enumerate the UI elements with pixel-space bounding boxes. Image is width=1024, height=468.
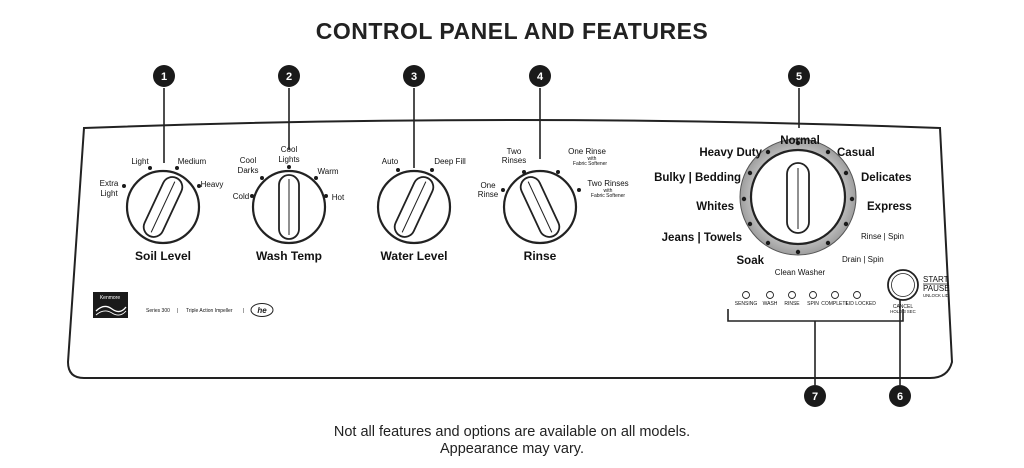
svg-text:7: 7 xyxy=(812,391,818,403)
start-label: START xyxy=(923,275,949,284)
temp-option-cool-darks-2: Darks xyxy=(238,166,259,175)
rinse-option-one-rinse-1: One xyxy=(480,181,496,190)
svg-text:5: 5 xyxy=(796,71,802,83)
callout-7: 7 xyxy=(804,385,826,407)
page-title: CONTROL PANEL AND FEATURES xyxy=(315,18,709,44)
pause-label: PAUSE xyxy=(923,284,950,293)
rinse-option-one-rinse-softener: Fabric Softener xyxy=(573,161,608,167)
brand-sep-2: | xyxy=(243,308,244,314)
soil-option-extra-light-2: Light xyxy=(100,189,118,198)
svg-text:Kenmore: Kenmore xyxy=(100,295,121,301)
footnote: Not all features and options are availab… xyxy=(0,424,1024,458)
temp-option-cool-lights-2: Lights xyxy=(278,155,299,164)
svg-text:3: 3 xyxy=(411,71,417,83)
cycle-bulky-bedding: Bulky | Bedding xyxy=(654,172,741,184)
series-label: Series 300 xyxy=(146,308,170,314)
rinse-option-two-rinses-fs: Two Rinses xyxy=(587,179,628,188)
rinse-option-two-rinses-softener: Fabric Softener xyxy=(591,193,626,199)
rinse-label: Rinse xyxy=(524,249,557,263)
temp-option-cool-lights-1: Cool xyxy=(281,145,298,154)
soil-option-medium: Medium xyxy=(178,157,207,166)
svg-text:4: 4 xyxy=(537,71,544,83)
impeller-label: Triple Action Impeller xyxy=(186,308,233,314)
rinse-option-one-rinse-2: Rinse xyxy=(478,190,499,199)
rinse-option-one-rinse-with: with xyxy=(588,156,597,162)
hold-label: HOLD 3 SEC xyxy=(890,309,916,314)
rinse-option-two-rinses-2: Rinses xyxy=(502,156,526,165)
water-level-label: Water Level xyxy=(381,249,448,263)
status-sensing: SENSING xyxy=(735,301,758,307)
wash-temp-label: Wash Temp xyxy=(256,249,322,263)
panel-outline xyxy=(66,119,954,379)
cycle-clean-washer: Clean Washer xyxy=(775,268,826,277)
unlock-lid-label: UNLOCK LID xyxy=(923,293,949,298)
footnote-line-1: Not all features and options are availab… xyxy=(333,424,691,440)
cycle-normal: Normal xyxy=(780,135,820,147)
callout-3: 3 xyxy=(403,65,425,87)
callout-2: 2 xyxy=(278,65,300,87)
soil-option-light: Light xyxy=(131,157,149,166)
status-spin: SPIN xyxy=(807,301,819,307)
cycle-soak: Soak xyxy=(737,255,765,267)
temp-option-cool-darks-1: Cool xyxy=(240,156,257,165)
rinse-option-one-rinse-fs: One Rinse xyxy=(568,147,606,156)
callout-4: 4 xyxy=(529,65,551,87)
soil-option-extra-light-1: Extra xyxy=(100,179,119,188)
cycle-drain-spin: Drain | Spin xyxy=(842,255,884,264)
water-option-auto: Auto xyxy=(382,157,399,166)
temp-option-cold: Cold xyxy=(233,192,249,201)
status-lid-locked: LID LOCKED xyxy=(846,301,876,307)
rinse-option-two-rinses-1: Two xyxy=(507,147,522,156)
kenmore-logo: Kenmore xyxy=(93,292,128,318)
callout-6: 6 xyxy=(889,385,911,407)
water-level-knob[interactable] xyxy=(376,169,452,245)
cycle-express: Express xyxy=(867,201,912,213)
callout-1: 1 xyxy=(153,65,175,87)
wash-temp-knob[interactable] xyxy=(251,169,327,245)
svg-text:2: 2 xyxy=(286,71,292,83)
svg-text:1: 1 xyxy=(161,71,167,83)
start-pause-button[interactable] xyxy=(887,269,919,301)
rinse-option-two-rinses-with: with xyxy=(604,188,613,194)
cycle-delicates: Delicates xyxy=(861,172,912,184)
status-complete: COMPLETE xyxy=(821,301,849,307)
soil-level-knob[interactable] xyxy=(125,169,201,245)
cycle-dots xyxy=(741,140,855,255)
cycle-heavy-duty: Heavy Duty xyxy=(699,147,762,159)
cycle-jeans-towels: Jeans | Towels xyxy=(662,232,742,244)
cancel-label: CANCEL xyxy=(893,304,914,310)
status-wash: WASH xyxy=(763,301,778,307)
svg-text:6: 6 xyxy=(897,391,903,403)
water-option-deep-fill: Deep Fill xyxy=(434,157,466,166)
svg-text:he: he xyxy=(257,306,267,315)
cycle-whites: Whites xyxy=(696,201,734,213)
soil-option-heavy: Heavy xyxy=(201,180,224,189)
cycle-casual: Casual xyxy=(837,147,875,159)
brand-sep-1: | xyxy=(177,308,178,314)
soil-level-label: Soil Level xyxy=(135,249,191,263)
temp-option-hot: Hot xyxy=(332,193,345,202)
he-logo: he xyxy=(250,303,274,317)
rinse-knob[interactable] xyxy=(502,169,578,245)
footnote-line-2: Appearance may vary. xyxy=(440,441,584,457)
temp-option-warm: Warm xyxy=(317,167,338,176)
status-rinse: RINSE xyxy=(784,301,800,307)
status-lights xyxy=(742,291,861,299)
cycle-selector-knob[interactable] xyxy=(739,138,857,256)
cycle-rinse-spin: Rinse | Spin xyxy=(861,232,904,241)
callout-5: 5 xyxy=(788,65,810,87)
